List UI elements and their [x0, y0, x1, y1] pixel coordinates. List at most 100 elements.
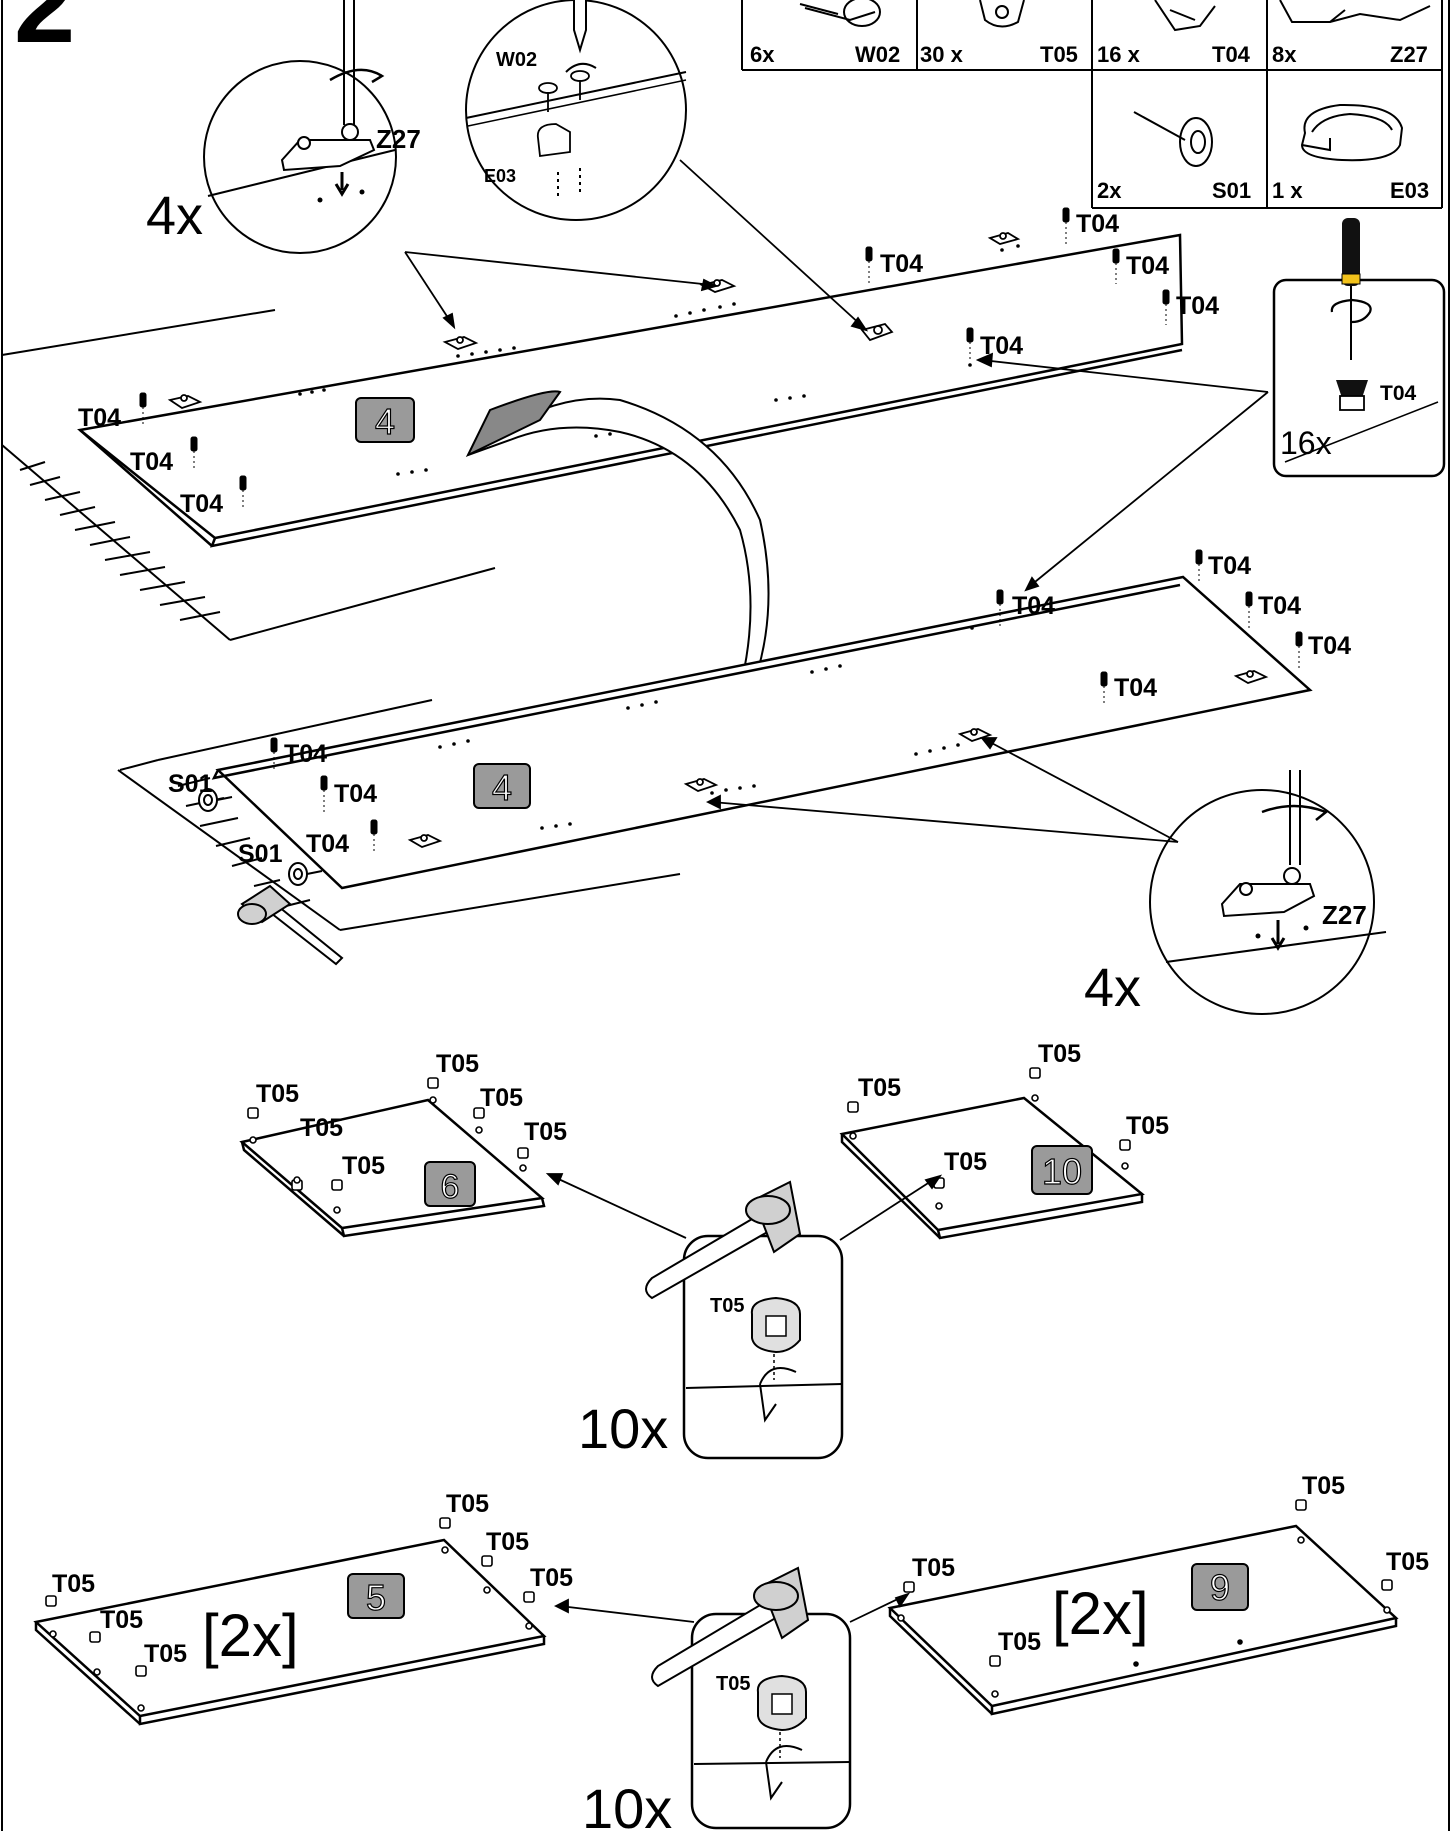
w02-code: W02 [855, 42, 900, 67]
t05-label: T05 [52, 1570, 95, 1598]
t04-labels-top: T04 T04 T04 T04 T04 T04 T04 T04 [78, 210, 1219, 518]
t05-label: T05 [446, 1490, 489, 1518]
z27-label: Z27 [1322, 900, 1367, 930]
t05-label: T05 [530, 1564, 573, 1592]
s01-code: S01 [1212, 178, 1251, 203]
multiplier-10x-1: 10x [578, 1397, 668, 1460]
panel-long-top [77, 233, 1184, 548]
detail-circle-top-clip: Z27 [203, 0, 421, 254]
t05-label: T05 [480, 1084, 523, 1112]
t05-cams-mid [247, 1067, 1131, 1214]
s01-pin-icon [1133, 111, 1213, 167]
t04-dowels-top [139, 207, 1170, 510]
t05-labels-mid: T05 T05 T05 T05 T05 T05 T05 T05 T05 T05 [256, 1040, 1169, 1180]
leader-arrows-mid [545, 1173, 943, 1241]
panel-10 [839, 1096, 1145, 1240]
multiplier-10x-2: 10x [582, 1777, 672, 1831]
t04-label: T04 [1380, 382, 1417, 405]
t05-label: T05 [1302, 1472, 1345, 1500]
t04-code: T04 [1212, 42, 1251, 67]
t05-label: T05 [944, 1148, 987, 1176]
e03-qty: 1 x [1272, 178, 1303, 203]
z27-clips-bottom [407, 670, 1269, 848]
t04-dowels-bottom [270, 549, 1303, 854]
s01-qty: 2x [1097, 178, 1122, 203]
parts-table [741, 0, 1443, 209]
z27-label: Z27 [376, 124, 421, 154]
panel-long-top-holes [298, 244, 1020, 476]
t05-labels-low: T05 T05 T05 T05 T05 T05 T05 T05 T05 T05 [52, 1472, 1429, 1668]
t05-label: T05 [256, 1080, 299, 1108]
hammer-icon [237, 884, 344, 966]
w02-screw-icon [799, 0, 881, 27]
parts-table-labels: 6x W02 30 x T05 16 x T04 8x Z27 2x S01 1… [750, 42, 1429, 203]
panel-label-6: 6 [441, 1168, 460, 1206]
z27-qty: 8x [1272, 42, 1297, 67]
w02-qty: 6x [750, 42, 775, 67]
panel-label-10: 10 [1042, 1151, 1082, 1192]
detail-circle-top-screw: W02 E03 [465, 0, 687, 221]
multiplier-2x-left: [2x] [202, 1602, 299, 1669]
s01-labels: S01 S01 [168, 770, 283, 868]
t04-label: T04 [130, 448, 173, 476]
hammer-callout-2: T05 10x [582, 1566, 852, 1831]
leader-arrows-top [404, 159, 1269, 592]
s01-label: S01 [238, 840, 283, 868]
t04-label: T04 [1114, 674, 1157, 702]
part-icons [799, 0, 1431, 167]
t05-cam-icon [979, 0, 1025, 28]
t05-qty: 30 x [920, 42, 964, 67]
panel-5-label: 5 [347, 1573, 405, 1619]
multiplier-2x-right: [2x] [1052, 1580, 1149, 1647]
t05-label: T05 [300, 1114, 343, 1142]
t05-label: T05 [1038, 1040, 1081, 1068]
panel-long-bottom-holes [438, 626, 974, 830]
t05-label: T05 [342, 1152, 385, 1180]
e03-code: E03 [1390, 178, 1429, 203]
t05-label: T05 [144, 1640, 187, 1668]
t04-labels-bottom: T04 T04 T04 T04 T04 T04 T04 T04 [284, 552, 1351, 858]
hammer-callout-1: T05 10x [578, 1180, 844, 1460]
t05-label: T05 [436, 1050, 479, 1078]
panel-5 [33, 1538, 547, 1726]
t04-label: T04 [78, 404, 121, 432]
s01-pins [198, 788, 323, 886]
t05-label: T05 [998, 1628, 1041, 1656]
panel-6 [239, 1098, 546, 1238]
t05-code: T05 [1040, 42, 1078, 67]
panel-9 [887, 1524, 1399, 1716]
t05-label: T05 [858, 1074, 901, 1102]
t05-label: T05 [1126, 1112, 1169, 1140]
t04-label: T04 [180, 490, 223, 518]
multiplier-4x-top: 4x [146, 186, 203, 246]
step-number: 2 [14, 0, 75, 66]
t05-label: T05 [100, 1606, 143, 1634]
panel-long-bottom-label: 4 [473, 763, 531, 809]
t05-label: T05 [524, 1118, 567, 1146]
t05-label: T05 [1386, 1548, 1429, 1576]
e03-clip-icon [1300, 103, 1404, 162]
leader-arrows-low [553, 1592, 911, 1623]
t05-cams-low [45, 1499, 1393, 1712]
e03-label: E03 [484, 166, 516, 186]
detail-circle-bottom-clip: Z27 [1149, 770, 1387, 1015]
panel-10-label: 10 [1031, 1145, 1093, 1195]
leader-arrows-bottom [705, 737, 1179, 843]
w02-label: W02 [496, 49, 537, 71]
t05-label: T05 [912, 1554, 955, 1582]
t04-label: T04 [284, 740, 327, 768]
multiplier-16x: 16x [1280, 425, 1332, 461]
floor-lines-upper [1, 309, 496, 641]
t04-label: T04 [1258, 592, 1301, 620]
panel-label-4-bottom: 4 [492, 767, 512, 808]
multiplier-4x-bottom: 4x [1084, 958, 1141, 1018]
t04-label: T04 [1308, 632, 1351, 660]
t04-label: T04 [1076, 210, 1119, 238]
t04-label: T04 [1126, 252, 1169, 280]
t04-qty: 16 x [1097, 42, 1141, 67]
panel-9-label: 9 [1191, 1563, 1249, 1611]
t04-dowel-icon [1154, 0, 1216, 32]
screwdriver-callout: T04 16x [1272, 218, 1446, 478]
